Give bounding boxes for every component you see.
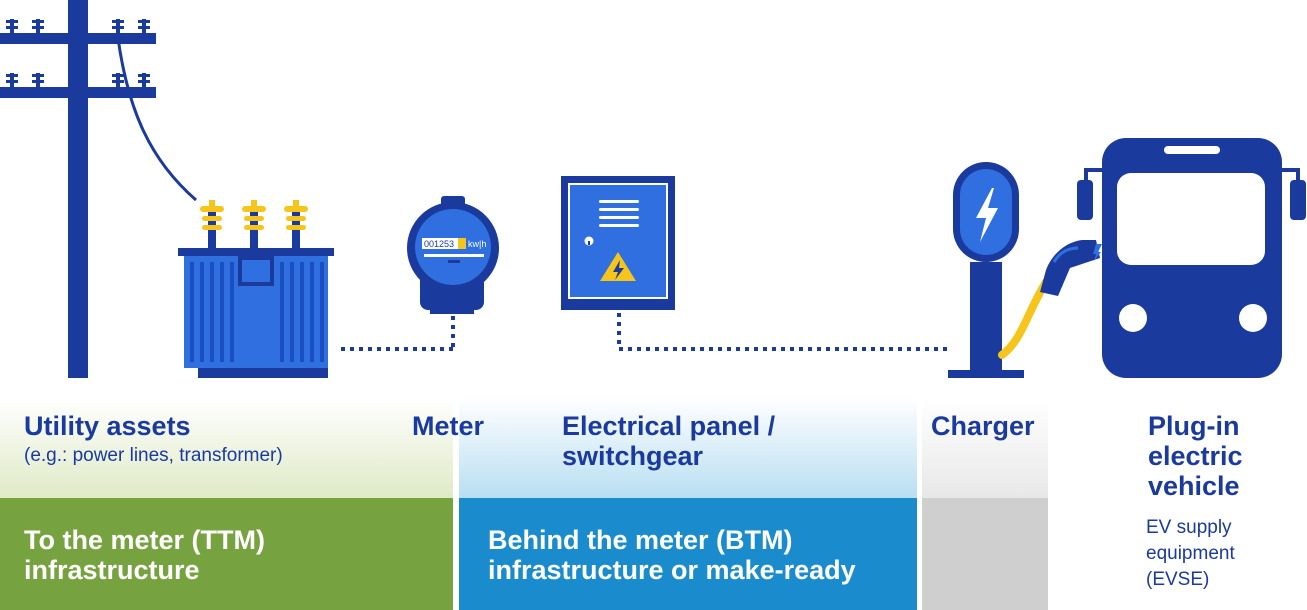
warning-icon (600, 252, 636, 281)
vehicle-title-line1: Plug-in (1148, 411, 1240, 441)
ttm-label-line1: To the meter (TTM) (24, 525, 265, 555)
utility-gradient-band (0, 398, 453, 498)
panel-title-line1: Electrical panel / (562, 411, 776, 441)
ttm-label-line2: infrastructure (24, 555, 200, 585)
meter-unit: kw|h (468, 239, 486, 249)
evse-line2: equipment (1146, 543, 1235, 564)
btm-label-line1: Behind the meter (BTM) (488, 525, 793, 555)
meter-title: Meter (412, 411, 485, 441)
meter-reading: 001253 (424, 239, 454, 249)
ttm-band (0, 498, 453, 610)
charger-title: Charger (931, 411, 1035, 441)
btm-label-line2: infrastructure or make-ready (488, 555, 856, 585)
vehicle-title-line2: electric (1148, 441, 1243, 471)
charger-gradient-band (922, 398, 1048, 498)
utility-assets-title: Utility assets (24, 411, 191, 441)
transformer-icon (178, 200, 334, 378)
panel-title-line2: switchgear (562, 441, 704, 471)
ev-infrastructure-illustration: 001253 kw|h (0, 0, 1306, 378)
charger-gray-band (922, 498, 1048, 610)
electric-bus-icon (1077, 138, 1306, 378)
utility-assets-subtitle: (e.g.: power lines, transformer) (24, 445, 283, 466)
btm-band (459, 498, 917, 610)
evse-line3: (EVSE) (1146, 569, 1210, 590)
electric-meter-icon: 001253 kw|h (407, 196, 499, 314)
evse-line1: EV supply (1146, 517, 1232, 538)
vehicle-title-line3: vehicle (1148, 471, 1240, 501)
btm-gradient-band (459, 398, 917, 498)
ev-charger-icon (948, 162, 1102, 378)
insulator-icon (200, 200, 308, 250)
electrical-panel-icon (561, 176, 675, 310)
utility-pole-icon (0, 0, 197, 378)
connection-wires (341, 313, 949, 351)
